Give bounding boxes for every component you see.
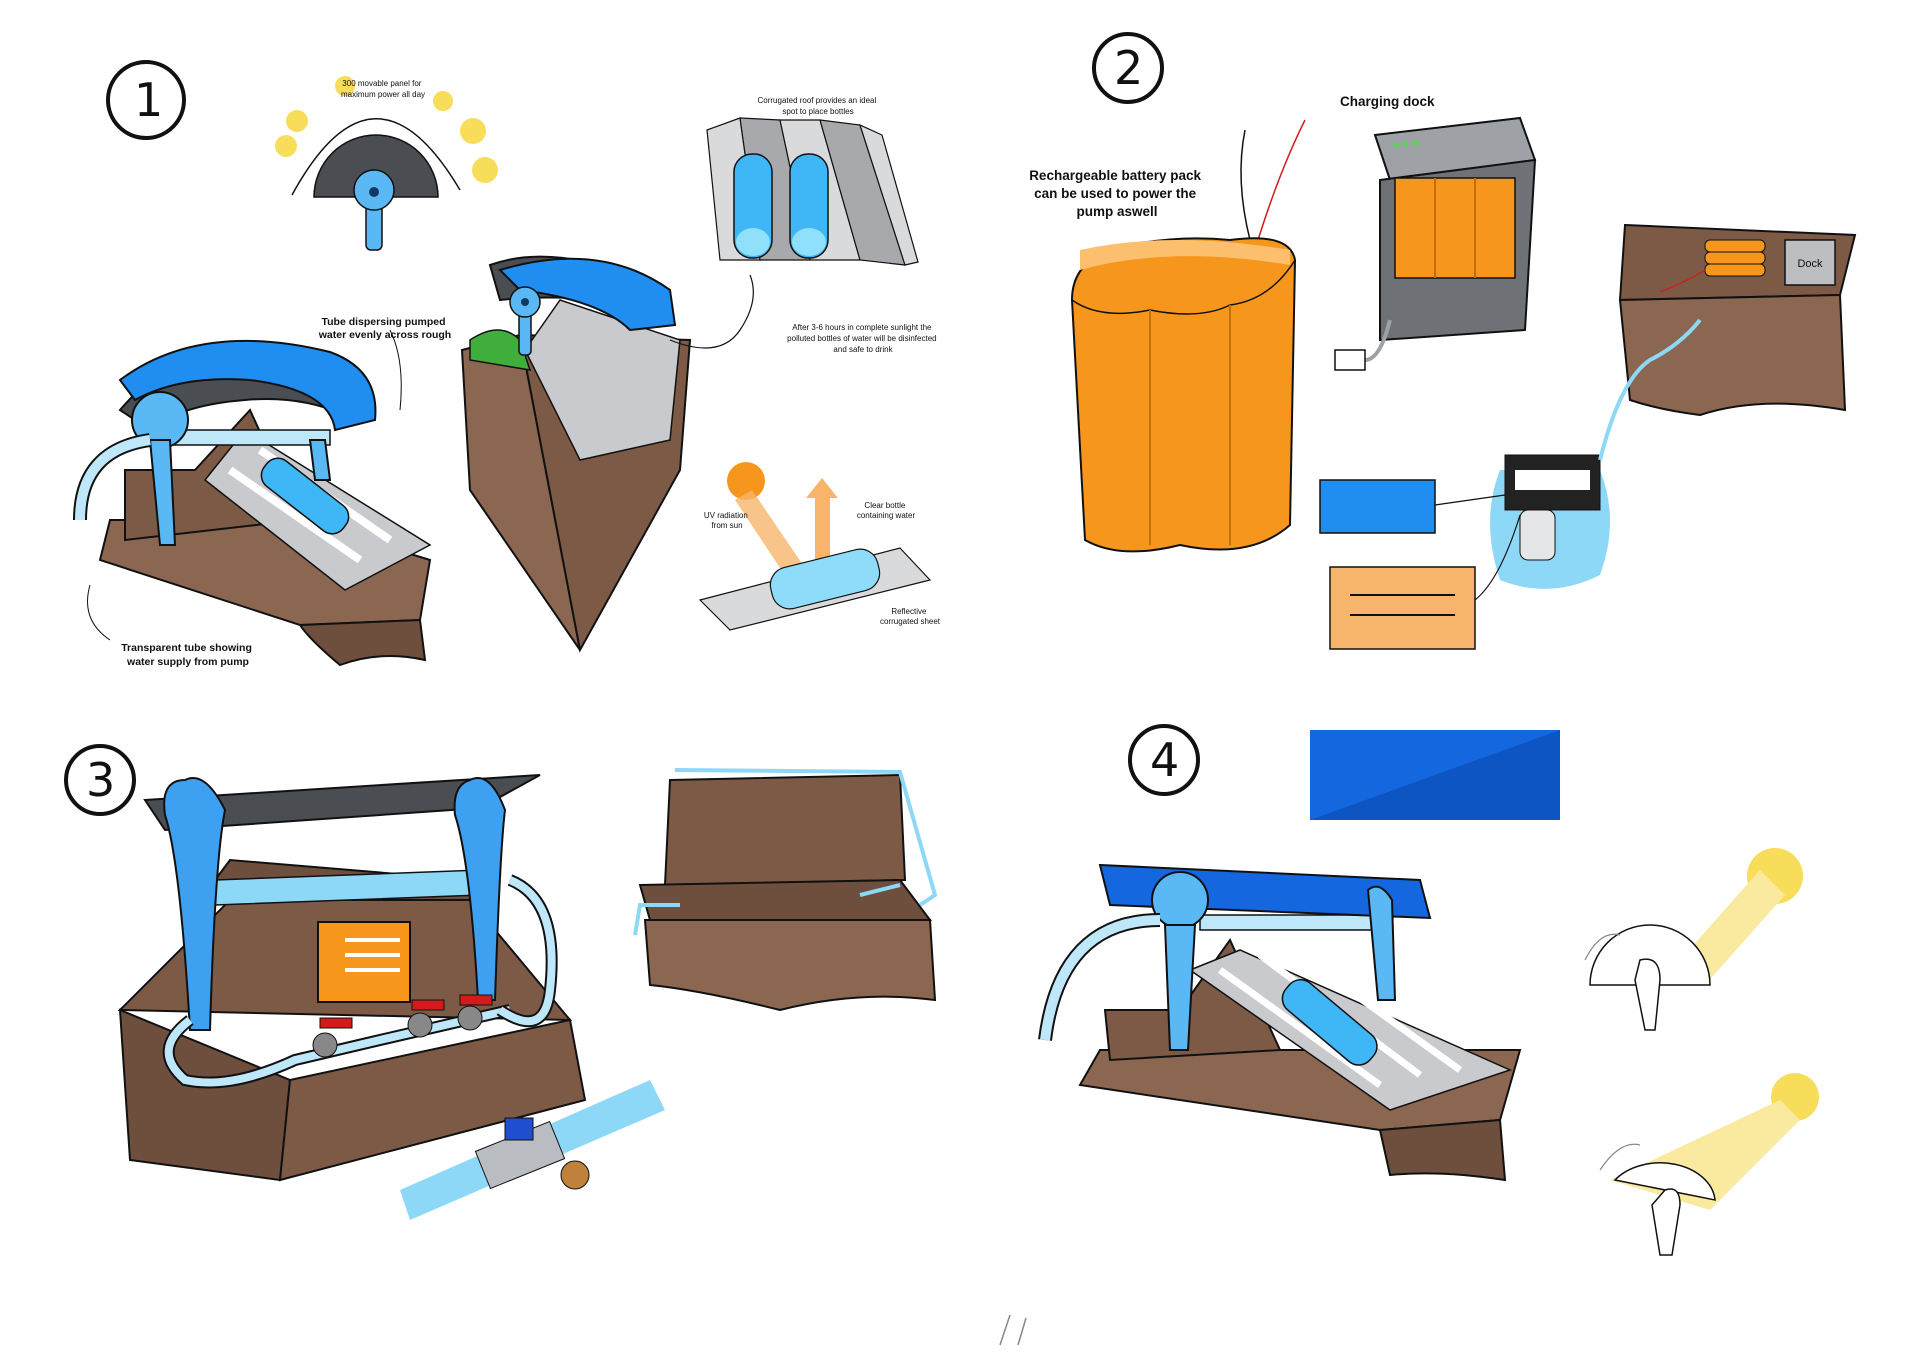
panel-4: 4	[1038, 724, 1819, 1256]
purifier-unit-left	[73, 339, 432, 667]
panel-half-disc	[313, 134, 439, 198]
dock-label: Dock	[1797, 258, 1823, 270]
panel-3: 3	[64, 744, 938, 1220]
panel-number-circle	[1092, 32, 1164, 104]
bottle-icon	[1281, 979, 1378, 1066]
purifier-unit-four	[1038, 863, 1522, 1182]
bottle-icon	[769, 548, 881, 610]
rotation-arc	[291, 118, 461, 196]
pump-in-water	[1434, 318, 1702, 589]
panel-2: 2 Charging dock Rechargeable battery pac…	[1029, 32, 1857, 650]
sun-dot-icon	[460, 118, 486, 144]
control-box	[317, 921, 411, 1003]
panel-number-circle	[106, 60, 186, 140]
transparent-tube-caption: Transparent tube showing water supply fr…	[121, 642, 255, 668]
bottle-icon	[260, 457, 350, 535]
panel-number: 4	[1150, 733, 1179, 787]
grass-icon	[469, 329, 532, 371]
sun-panel-caption: 300 movable panel for maximum power all …	[341, 79, 425, 99]
panel-1: 1 300 movable panel for maximum power al…	[73, 60, 941, 668]
tube-caption: Tube dispersing pumped water evenly acro…	[318, 316, 451, 341]
corrugated-sheet	[524, 299, 681, 461]
purifier-unit-three-side	[633, 768, 938, 1012]
charging-dock	[1334, 116, 1537, 371]
pivot-hole	[369, 187, 379, 197]
pointer-line	[669, 274, 754, 349]
sun-icon	[727, 462, 765, 500]
battery-pack	[1070, 237, 1297, 553]
disinfect-caption: After 3-6 hours in complete sunlight the…	[787, 323, 939, 354]
roof-caption: Corrugated roof provides an ideal spot t…	[758, 96, 879, 116]
sun-dot-icon	[335, 76, 355, 96]
sheet-label: Reflective corrugated sheet	[880, 607, 941, 626]
sun-tracking-diagram	[1584, 848, 1819, 1256]
stray-marks	[999, 1314, 1027, 1346]
solar-cover	[118, 339, 377, 432]
sun-dot-icon	[286, 110, 308, 132]
panel-number: 3	[86, 753, 115, 807]
sun-dot-icon	[275, 135, 297, 157]
movable-panel-diagram	[275, 76, 498, 251]
battery-caption: Rechargeable battery pack can be used to…	[1029, 168, 1205, 219]
solar-panel-small	[1319, 479, 1436, 534]
plug-icon	[1334, 349, 1366, 371]
corrugated-roof-diagram	[706, 117, 919, 266]
uv-label: UV radiation from sun	[704, 511, 750, 530]
transparent-tube	[75, 435, 151, 521]
bottle-label: Clear bottle containing water	[857, 501, 916, 520]
purifier-unit-three	[117, 774, 587, 1182]
panel-number: 1	[134, 73, 163, 127]
sun-dot-icon	[433, 91, 453, 111]
panel-number-circle	[1128, 724, 1200, 796]
dock-box: Dock	[1618, 223, 1857, 417]
panel-number-circle	[64, 744, 136, 816]
ground-wedge	[460, 255, 692, 653]
valve-inset	[400, 1080, 665, 1220]
orange-battery-box	[1329, 514, 1521, 650]
panel-number: 2	[1114, 41, 1143, 95]
charging-dock-label: Charging dock	[1340, 94, 1435, 109]
sun-dot-icon	[472, 157, 498, 183]
uv-inset	[698, 462, 932, 631]
